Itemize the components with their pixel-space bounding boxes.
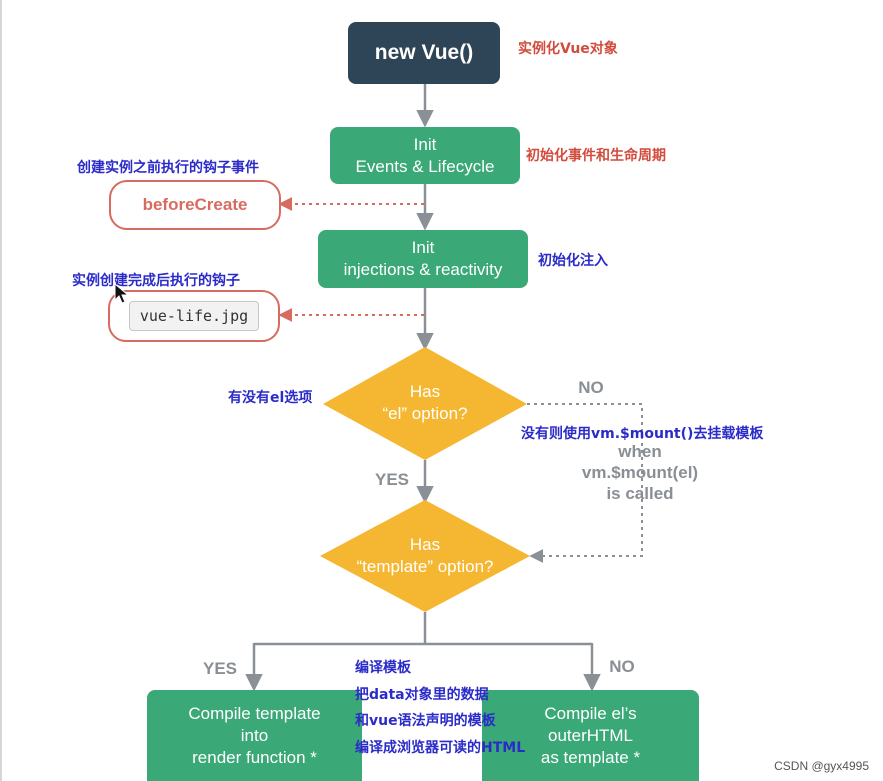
before-create-hook: beforeCreate <box>109 180 281 230</box>
has-template-line-1: Has <box>409 535 441 554</box>
annotation-init-injections: 初始化注入 <box>538 253 608 269</box>
left-border <box>0 0 2 781</box>
yes-el-label: YES <box>374 470 410 489</box>
no-template-label: NO <box>609 657 635 676</box>
compile-template-line-2: into <box>240 725 269 745</box>
init-injections-box: Init injections & reactivity <box>318 230 528 288</box>
annotation-init-events: 初始化事件和生命周期 <box>526 148 666 164</box>
annotation-created: 实例创建完成后执行的钩子 <box>72 273 240 289</box>
created-image-chip: vue-life.jpg <box>128 301 260 331</box>
annotation-before-create: 创建实例之前执行的钩子事件 <box>77 160 259 176</box>
init-injections-line-2: injections & reactivity <box>343 260 503 279</box>
no-el-label: NO <box>578 378 604 397</box>
init-events-box: Init Events & Lifecycle <box>330 127 520 184</box>
annotation-mount: 没有则使用vm.$mount()去挂载模板 <box>521 426 764 442</box>
watermark: CSDN @gyx4995 <box>774 759 869 773</box>
compile-el-box: Compile el’s outerHTML as template * <box>482 690 699 781</box>
created-hook: vue-life.jpg <box>108 290 280 342</box>
when-mount-line-2: vm.$mount(el) <box>581 463 699 482</box>
compile-el-line-3: as template * <box>540 747 641 767</box>
new-vue-box: new Vue() <box>348 22 500 84</box>
arrow-has-el-no <box>527 403 643 563</box>
annotation-compile-4: 编译成浏览器可读的HTML <box>355 740 526 756</box>
before-create-label: beforeCreate <box>142 195 248 214</box>
yes-template-label: YES <box>202 659 238 678</box>
compile-el-line-1: Compile el’s <box>544 703 637 723</box>
annotation-compile-3: 和vue语法声明的模板 <box>355 713 496 729</box>
new-vue-label: new Vue() <box>374 41 474 64</box>
has-el-line-1: Has <box>409 382 441 401</box>
compile-template-box: Compile template into render function * <box>147 690 362 781</box>
has-el-diamond <box>323 347 527 460</box>
compile-el-line-2: outerHTML <box>547 725 634 745</box>
when-mount-line-1: when <box>618 442 662 461</box>
has-el-line-2: “el” option? <box>382 404 468 423</box>
init-events-line-1: Init <box>413 134 437 154</box>
when-mount-label: when vm.$mount(el) is called <box>560 441 720 504</box>
annotation-compile-1: 编译模板 <box>355 660 411 676</box>
annotation-new-vue: 实例化Vue对象 <box>518 41 618 57</box>
init-events-line-2: Events & Lifecycle <box>355 156 495 176</box>
when-mount-line-3: is called <box>606 484 674 503</box>
init-injections-line-1: Init <box>411 238 435 257</box>
annotation-compile-2: 把data对象里的数据 <box>355 687 489 703</box>
mouse-cursor-icon <box>114 283 130 304</box>
has-el-text: Has “el” option? <box>345 381 505 425</box>
has-template-text: Has “template” option? <box>335 534 515 578</box>
has-template-line-2: “template” option? <box>356 557 494 576</box>
compile-template-line-3: render function * <box>192 747 317 767</box>
annotation-has-el: 有没有el选项 <box>228 390 313 406</box>
has-template-diamond <box>320 500 530 612</box>
compile-template-line-1: Compile template <box>188 703 321 723</box>
